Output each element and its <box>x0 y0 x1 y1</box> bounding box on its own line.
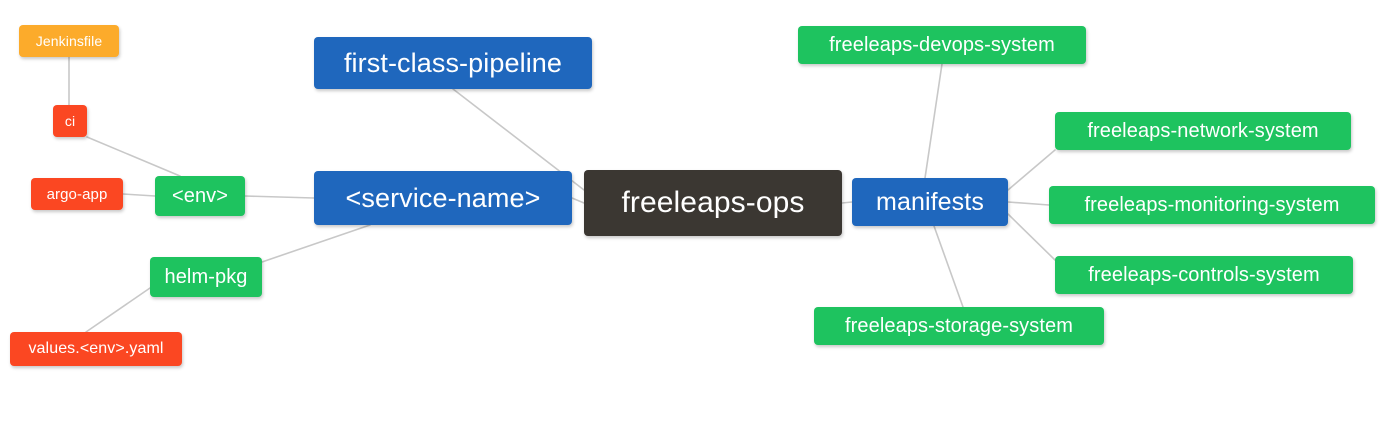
edge-manifests-to-freeleaps-controls <box>1007 213 1056 261</box>
node-label: values.<env>.yaml <box>28 340 164 357</box>
mindmap-node-freeleaps-controls[interactable]: freeleaps-controls-system <box>1055 256 1353 294</box>
mindmap-node-argo-app[interactable]: argo-app <box>31 178 123 210</box>
edge-service-name-to-helm-pkg <box>261 224 371 263</box>
node-label: <env> <box>171 185 229 207</box>
node-label: freeleaps-storage-system <box>844 315 1074 337</box>
edge-service-name-to-env <box>244 195 315 199</box>
edge-manifests-to-freeleaps-storage <box>933 225 964 308</box>
mindmap-node-freeleaps-storage[interactable]: freeleaps-storage-system <box>814 307 1104 345</box>
mindmap-node-service-name[interactable]: <service-name> <box>314 171 572 225</box>
node-label: helm-pkg <box>164 266 248 288</box>
node-label: Jenkinsfile <box>35 33 103 49</box>
mindmap-node-manifests[interactable]: manifests <box>852 178 1008 226</box>
edge-root-to-service-name <box>571 197 585 204</box>
mindmap-node-jenkinsfile[interactable]: Jenkinsfile <box>19 25 119 57</box>
edge-manifests-to-freeleaps-network <box>1007 149 1056 191</box>
mindmap-node-freeleaps-monitoring[interactable]: freeleaps-monitoring-system <box>1049 186 1375 224</box>
node-label: argo-app <box>46 185 108 203</box>
mindmap-node-root[interactable]: freeleaps-ops <box>584 170 842 236</box>
node-label: ci <box>64 113 76 129</box>
node-label: freeleaps-network-system <box>1087 120 1319 142</box>
edge-manifests-to-freeleaps-devops <box>924 63 943 179</box>
node-label: <service-name> <box>345 182 541 213</box>
node-label: manifests <box>876 187 984 216</box>
edge-manifests-to-freeleaps-monitoring <box>1007 201 1050 206</box>
mindmap-node-env[interactable]: <env> <box>155 176 245 216</box>
mindmap-node-values-env-yaml[interactable]: values.<env>.yaml <box>10 332 182 366</box>
edge-root-to-manifests <box>841 201 853 204</box>
node-label: freeleaps-controls-system <box>1088 264 1320 286</box>
node-label: first-class-pipeline <box>343 47 563 78</box>
edge-helm-pkg-to-values-env-yaml <box>85 287 151 333</box>
mindmap-node-freeleaps-network[interactable]: freeleaps-network-system <box>1055 112 1351 150</box>
mindmap-node-helm-pkg[interactable]: helm-pkg <box>150 257 262 297</box>
mindmap-node-ci[interactable]: ci <box>53 105 87 137</box>
node-label: freeleaps-devops-system <box>829 34 1055 56</box>
edge-env-to-ci <box>86 136 181 177</box>
mindmap-node-first-class-pipeline[interactable]: first-class-pipeline <box>314 37 592 89</box>
node-label: freeleaps-ops <box>621 186 805 219</box>
node-label: freeleaps-monitoring-system <box>1084 194 1340 216</box>
mindmap-node-freeleaps-devops[interactable]: freeleaps-devops-system <box>798 26 1086 64</box>
edge-env-to-argo-app <box>122 193 156 197</box>
